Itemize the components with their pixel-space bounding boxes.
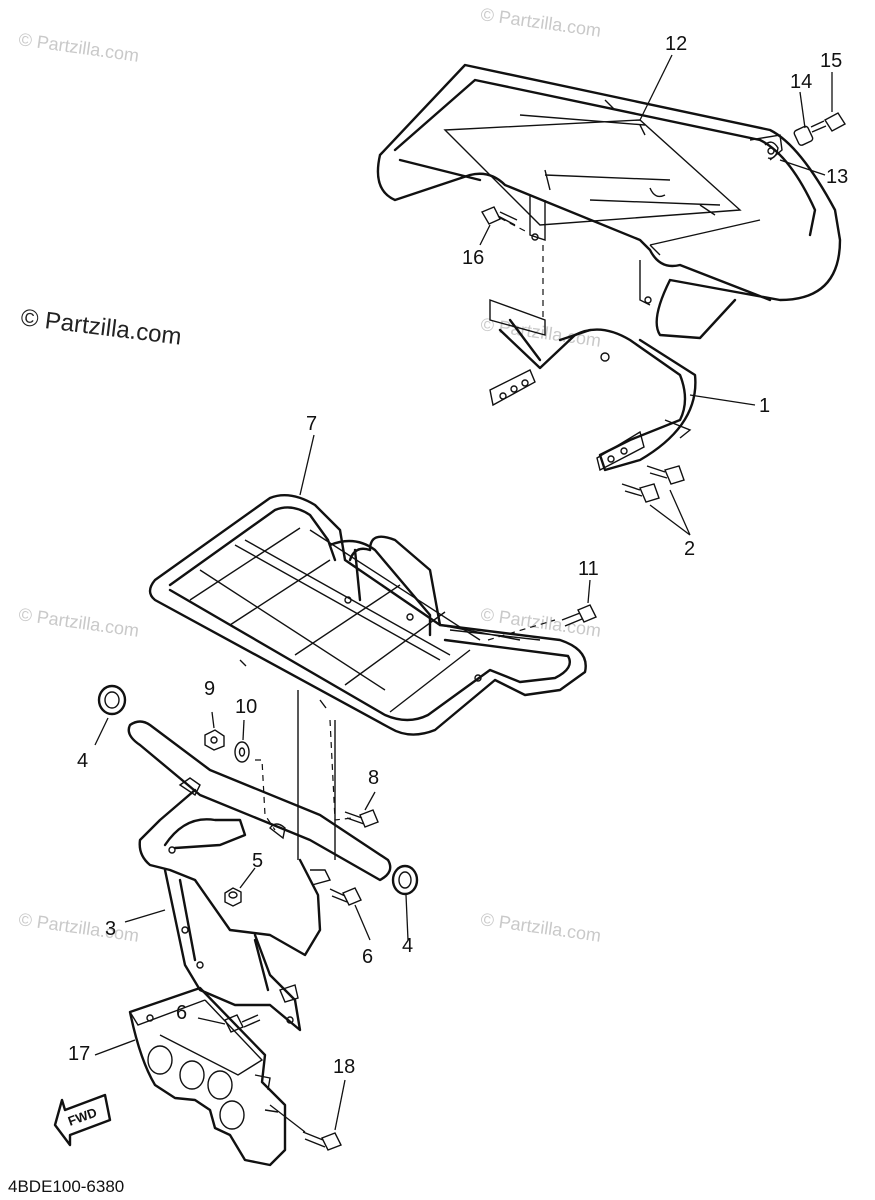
skid-plate-part-17[interactable] bbox=[128, 986, 287, 1167]
bolt-part-18[interactable] bbox=[302, 1131, 342, 1151]
callout-18: 18 bbox=[333, 1056, 355, 1078]
front-carrier-part-7[interactable] bbox=[148, 494, 587, 860]
collar-part-14[interactable] bbox=[793, 125, 814, 146]
carrier-bracket-part-1[interactable] bbox=[489, 299, 697, 472]
forward-arrow-icon: FWD bbox=[53, 1093, 112, 1147]
callout-6: 6 bbox=[176, 1002, 187, 1024]
callout-9: 9 bbox=[204, 678, 215, 700]
callout-6: 6 bbox=[362, 946, 373, 968]
nut-part-9[interactable] bbox=[204, 729, 225, 751]
callout-16: 16 bbox=[462, 247, 484, 269]
watermark: © Partzilla.com bbox=[17, 604, 140, 641]
callout-12: 12 bbox=[665, 33, 687, 55]
watermark: © Partzilla.com bbox=[17, 909, 140, 946]
callout-14: 14 bbox=[790, 71, 812, 93]
guide-line bbox=[255, 759, 276, 831]
bolts-part-2[interactable] bbox=[621, 465, 685, 503]
guide-line bbox=[329, 719, 353, 821]
callout-17: 17 bbox=[68, 1043, 90, 1065]
callout-7: 7 bbox=[306, 413, 317, 435]
callout-8: 8 bbox=[368, 767, 379, 789]
bolt-part-15[interactable] bbox=[810, 112, 846, 133]
bolt-part-16[interactable] bbox=[480, 206, 518, 226]
washer-part-10[interactable] bbox=[234, 741, 250, 763]
leader-lines bbox=[94, 54, 833, 1131]
callout-5: 5 bbox=[252, 850, 263, 872]
watermark: © Partzilla.com bbox=[479, 909, 602, 946]
front-guard-part-3[interactable] bbox=[127, 720, 392, 1032]
partzilla-watermark: © Partzilla.com bbox=[19, 304, 183, 351]
nut-part-5[interactable] bbox=[224, 887, 242, 907]
bolt-part-6[interactable] bbox=[329, 887, 362, 906]
support-line bbox=[297, 690, 336, 860]
callout-2: 2 bbox=[684, 538, 695, 560]
grommet-part-4[interactable] bbox=[97, 684, 127, 716]
bolt-part-8[interactable] bbox=[344, 809, 379, 828]
bolt-part-11[interactable] bbox=[561, 604, 597, 627]
grommet-part-4[interactable] bbox=[391, 864, 419, 896]
callout-15: 15 bbox=[820, 50, 842, 72]
guide-line bbox=[499, 217, 528, 233]
bracket-part-13[interactable] bbox=[764, 141, 779, 159]
guide-line bbox=[269, 1104, 306, 1133]
callout-11: 11 bbox=[578, 558, 599, 580]
watermark-group: © Partzilla.com © Partzilla.com © Partzi… bbox=[17, 4, 602, 946]
callout-10: 10 bbox=[235, 696, 257, 718]
bolt-part-6[interactable] bbox=[224, 1014, 261, 1033]
callout-4: 4 bbox=[77, 750, 88, 772]
callout-3: 3 bbox=[105, 918, 116, 940]
callout-labels: 12 14 15 13 16 1 2 7 11 9 10 8 4 5 3 4 6… bbox=[68, 33, 848, 1078]
rear-carrier-part-12[interactable] bbox=[376, 63, 842, 340]
callout-4: 4 bbox=[402, 935, 413, 957]
watermark: © Partzilla.com bbox=[17, 29, 140, 66]
callout-13: 13 bbox=[826, 166, 848, 188]
diagram-code: 4BDE100-6380 bbox=[8, 1177, 124, 1196]
guide-line bbox=[487, 619, 556, 641]
callout-1: 1 bbox=[759, 395, 770, 417]
watermark: © Partzilla.com bbox=[479, 4, 602, 41]
